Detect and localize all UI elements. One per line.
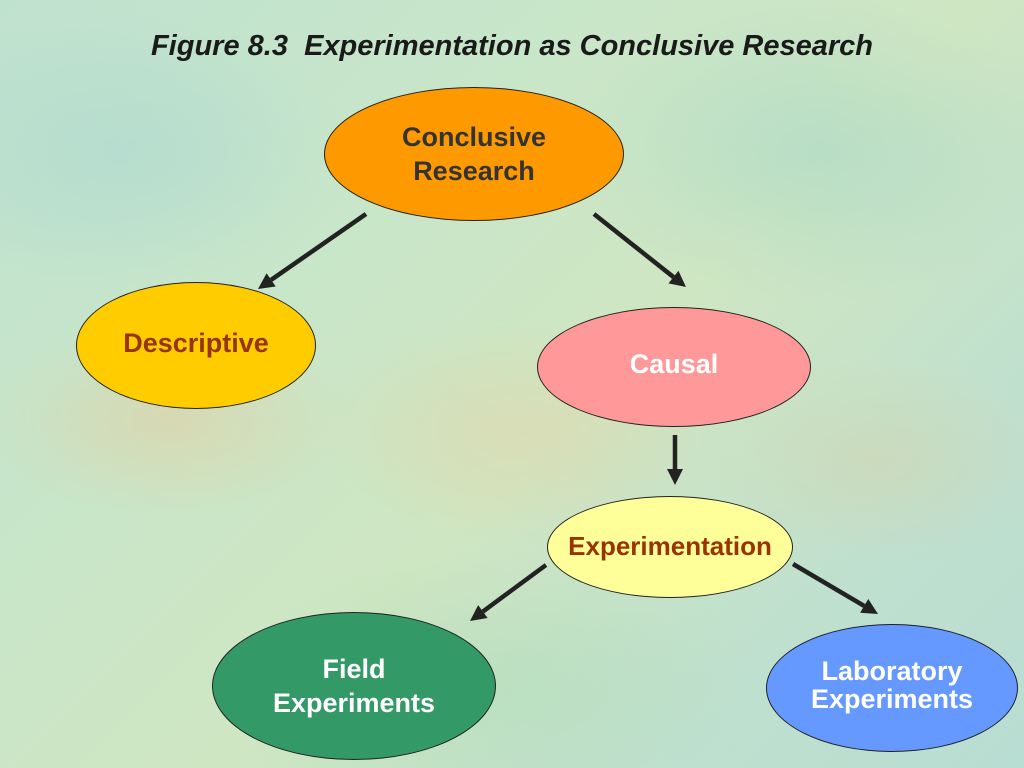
node-experimentation: Experimentation bbox=[547, 496, 793, 598]
arrow-head bbox=[258, 273, 276, 289]
node-conclusive-line1: Conclusive bbox=[401, 122, 547, 152]
node-laboratory-experiments: Laboratory Experiments bbox=[766, 624, 1018, 752]
node-descriptive-label: Descriptive bbox=[123, 327, 269, 358]
node-laboratory-line1: Laboratory bbox=[821, 656, 963, 686]
arrow-head bbox=[667, 469, 683, 485]
node-causal-label: Causal bbox=[629, 349, 719, 379]
node-field-line1: Field bbox=[322, 654, 386, 684]
arrow-conclusive-to-causal bbox=[592, 212, 686, 287]
arrow-shaft bbox=[791, 562, 866, 608]
arrow-shaft bbox=[592, 212, 675, 279]
arrow-head bbox=[668, 270, 686, 287]
node-field-line2: Experiments bbox=[272, 688, 436, 718]
node-causal: Causal bbox=[537, 307, 811, 427]
arrow-experimentation-to-laboratory bbox=[791, 562, 878, 614]
node-descriptive: Descriptive bbox=[76, 282, 316, 409]
arrow-causal-to-experimentation bbox=[667, 435, 683, 485]
arrow-head bbox=[860, 598, 878, 614]
arrow-conclusive-to-descriptive bbox=[258, 212, 368, 289]
node-conclusive-research: Conclusive Research bbox=[324, 87, 624, 221]
node-experimentation-label: Experimentation bbox=[568, 531, 772, 561]
node-conclusive-line2: Research bbox=[413, 156, 535, 186]
node-field-experiments: Field Experiments bbox=[212, 612, 496, 760]
figure-title: Figure 8.3 Experimentation as Conclusive… bbox=[150, 30, 874, 62]
arrow-head bbox=[470, 605, 488, 621]
node-laboratory-line2: Experiments bbox=[810, 684, 974, 714]
arrow-shaft bbox=[269, 212, 368, 282]
arrow-shaft bbox=[481, 563, 548, 614]
arrow-experimentation-to-field bbox=[470, 563, 548, 621]
